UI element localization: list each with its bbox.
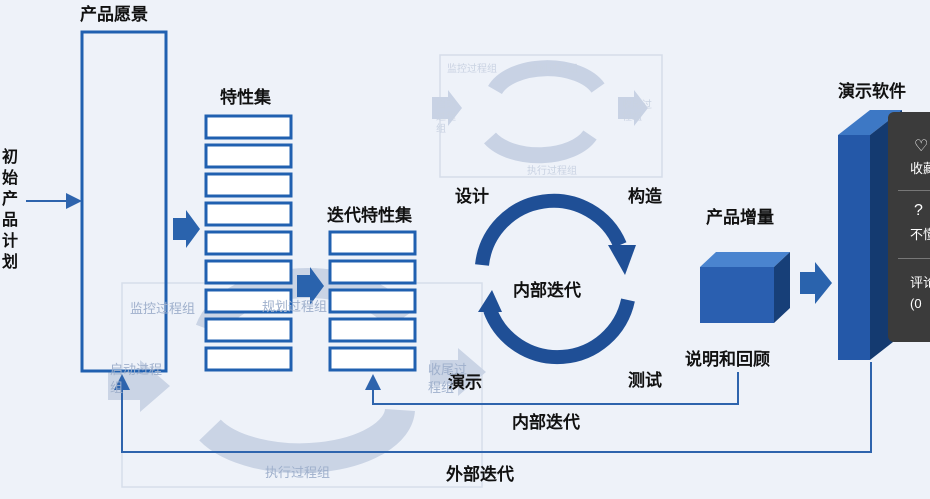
watermark-top-execute: 执行过程组 xyxy=(527,166,577,177)
comment-count: (0 xyxy=(910,296,922,311)
watermark-top-plan: 规划过程组 xyxy=(528,64,578,75)
internal-iteration-feedback-line xyxy=(365,372,739,405)
feature-item xyxy=(204,346,293,372)
iteration-feature-item xyxy=(328,230,417,256)
design-label: 设计 xyxy=(455,187,489,207)
iteration-feature-item xyxy=(328,259,417,285)
question-icon: ? xyxy=(914,202,923,219)
watermark-top-close: 收尾过程组 xyxy=(622,100,652,123)
initial-plan-label: 初始产品计划 xyxy=(2,147,19,271)
watermark-top-diagram xyxy=(432,54,663,178)
arrow-increment-to-software xyxy=(800,262,832,304)
build-label: 构造 xyxy=(628,187,662,207)
iteration-feature-item xyxy=(328,346,417,372)
watermark-bottom-plan: 规划过程组 xyxy=(262,300,328,315)
arrow-features-to-iteration xyxy=(297,267,324,305)
feature-item xyxy=(204,201,293,227)
watermark-top-start: 启动过程组 xyxy=(436,100,456,135)
iteration-feature-set-stack xyxy=(328,230,417,372)
feature-item xyxy=(204,230,293,256)
panel-divider xyxy=(898,258,930,259)
iteration-feature-item xyxy=(328,288,417,314)
unclear-button[interactable]: ? 不懂 xyxy=(888,202,930,252)
favorite-button[interactable]: ♡ 收藏 xyxy=(888,136,930,186)
comment-button[interactable]: 评论 (0 xyxy=(888,272,930,322)
internal-iteration-cycle xyxy=(475,193,636,365)
watermark-bottom-execute: 执行过程组 xyxy=(265,466,331,481)
feature-item xyxy=(204,172,293,198)
product-increment-label: 产品增量 xyxy=(706,208,774,228)
comment-label: 评论 xyxy=(910,275,930,290)
demo-software-label: 演示软件 xyxy=(838,82,906,102)
product-vision-label: 产品愿景 xyxy=(80,5,148,25)
test-label: 测试 xyxy=(628,371,662,391)
external-iteration-feedback-line xyxy=(114,362,872,453)
unclear-label: 不懂 xyxy=(910,227,930,242)
external-iteration-label: 外部迭代 xyxy=(446,465,514,485)
favorite-label: 收藏 xyxy=(910,161,930,176)
demo-label: 演示 xyxy=(448,373,482,393)
product-increment-cube xyxy=(700,252,790,323)
iteration-feature-set-label: 迭代特性集 xyxy=(327,206,412,226)
watermark-bottom-monitor: 监控过程组 xyxy=(130,302,196,317)
feature-item xyxy=(204,317,293,343)
watermark-bottom-start: 启动过程组 xyxy=(110,363,163,396)
side-action-panel: ♡ 收藏 ? 不懂 评论 (0 xyxy=(888,112,930,342)
feature-set-label: 特性集 xyxy=(220,88,271,108)
internal-iteration-bottom-label: 内部迭代 xyxy=(512,413,580,433)
internal-iteration-center-label: 内部迭代 xyxy=(513,281,581,301)
panel-divider xyxy=(898,190,930,191)
explain-review-label: 说明和回顾 xyxy=(685,350,770,370)
feature-item xyxy=(204,259,293,285)
heart-icon: ♡ xyxy=(914,138,929,155)
feature-item xyxy=(204,143,293,169)
watermark-bottom-close: 收尾过程组 xyxy=(428,363,468,396)
feature-item xyxy=(204,288,293,314)
feature-item xyxy=(204,114,293,140)
arrow-vision-to-features xyxy=(173,210,200,248)
feature-set-stack xyxy=(204,114,293,372)
watermark-top-monitor: 监控过程组 xyxy=(447,64,497,75)
product-vision-box xyxy=(80,30,168,373)
iteration-feature-item xyxy=(328,317,417,343)
